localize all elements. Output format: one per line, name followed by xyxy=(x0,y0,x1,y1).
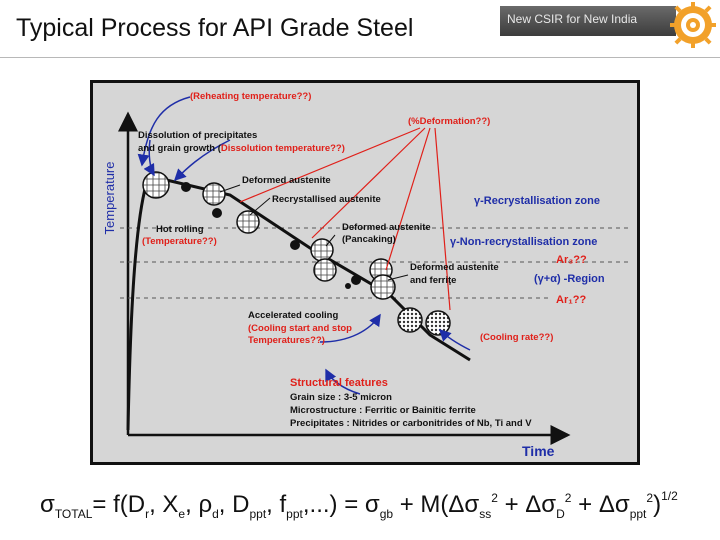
banner-text: New CSIR for New India xyxy=(507,12,638,26)
diagram-panel xyxy=(90,80,640,465)
annotation-arrows-blue xyxy=(137,96,471,395)
label-gamma-alpha-region: (γ+α) -Region xyxy=(534,273,605,285)
svg-text:σTOTAL= f(Dr, Xe, ρd, Dppt, fp: σTOTAL= f(Dr, Xe, ρd, Dppt, fppt,...) = … xyxy=(40,489,678,521)
label-deformed-austenite-ferrite-1: Deformed austenite xyxy=(410,262,499,273)
microstructures xyxy=(142,171,451,336)
x-axis-label: Time xyxy=(522,443,555,459)
label-ar1: Ar₁?? xyxy=(556,294,586,306)
label-cooling-start-stop-1: (Cooling start and stop xyxy=(248,323,352,334)
pointer-lines xyxy=(219,184,451,285)
temperature-lines xyxy=(120,227,630,299)
process-diagram: Temperature Time xyxy=(102,91,630,459)
strength-equation: σTOTAL= f(Dr, Xe, ρd, Dppt, fppt,...) = … xyxy=(40,489,678,521)
y-axis-label: Temperature xyxy=(102,162,117,235)
csir-banner: New CSIR for New India xyxy=(500,6,676,36)
label-accelerated-cooling: Accelerated cooling xyxy=(248,310,338,321)
label-reheating: (Reheating temperature??) xyxy=(190,91,311,102)
label-grain-size: Grain size : 3-5 micron xyxy=(290,392,392,403)
label-microstructure: Microstructure : Ferritic or Bainitic fe… xyxy=(290,405,476,416)
label-non-recrystallisation-zone: γ-Non-recrystallisation zone xyxy=(450,236,597,248)
label-structural-features: Structural features xyxy=(290,377,388,389)
header-divider xyxy=(0,57,720,58)
label-precipitates: Precipitates : Nitrides or carbonitrides… xyxy=(290,418,532,429)
label-dissolution-1: Dissolution of precipitates xyxy=(138,130,257,141)
label-deformation: (%Deformation??) xyxy=(408,116,490,127)
label-ar3: Ar₃?? xyxy=(556,254,587,266)
page-title: Typical Process for API Grade Steel xyxy=(16,14,414,42)
label-deformed-austenite-1: Deformed austenite xyxy=(242,175,331,186)
label-deformed-austenite-2: Deformed austenite xyxy=(342,222,431,233)
label-dissolution-2: and grain growth (Dissolution temperatur… xyxy=(138,143,345,154)
annotation-lines-red xyxy=(239,127,451,311)
label-recrystallised-austenite: Recrystallised austenite xyxy=(272,194,381,205)
label-cooling-start-stop-2: Temperatures??) xyxy=(248,335,325,346)
csir-gear-logo-icon xyxy=(670,2,716,48)
label-pancaking: (Pancaking) xyxy=(342,234,396,245)
label-recrystallisation-zone: γ-Recrystallisation zone xyxy=(474,195,600,207)
label-cooling-rate: (Cooling rate??) xyxy=(480,332,553,343)
slide-header: Typical Process for API Grade Steel New … xyxy=(0,0,720,58)
label-deformed-austenite-ferrite-2: and ferrite xyxy=(410,275,456,286)
label-hot-rolling: Hot rolling xyxy=(156,224,204,235)
label-temperature: (Temperature??) xyxy=(142,236,217,247)
